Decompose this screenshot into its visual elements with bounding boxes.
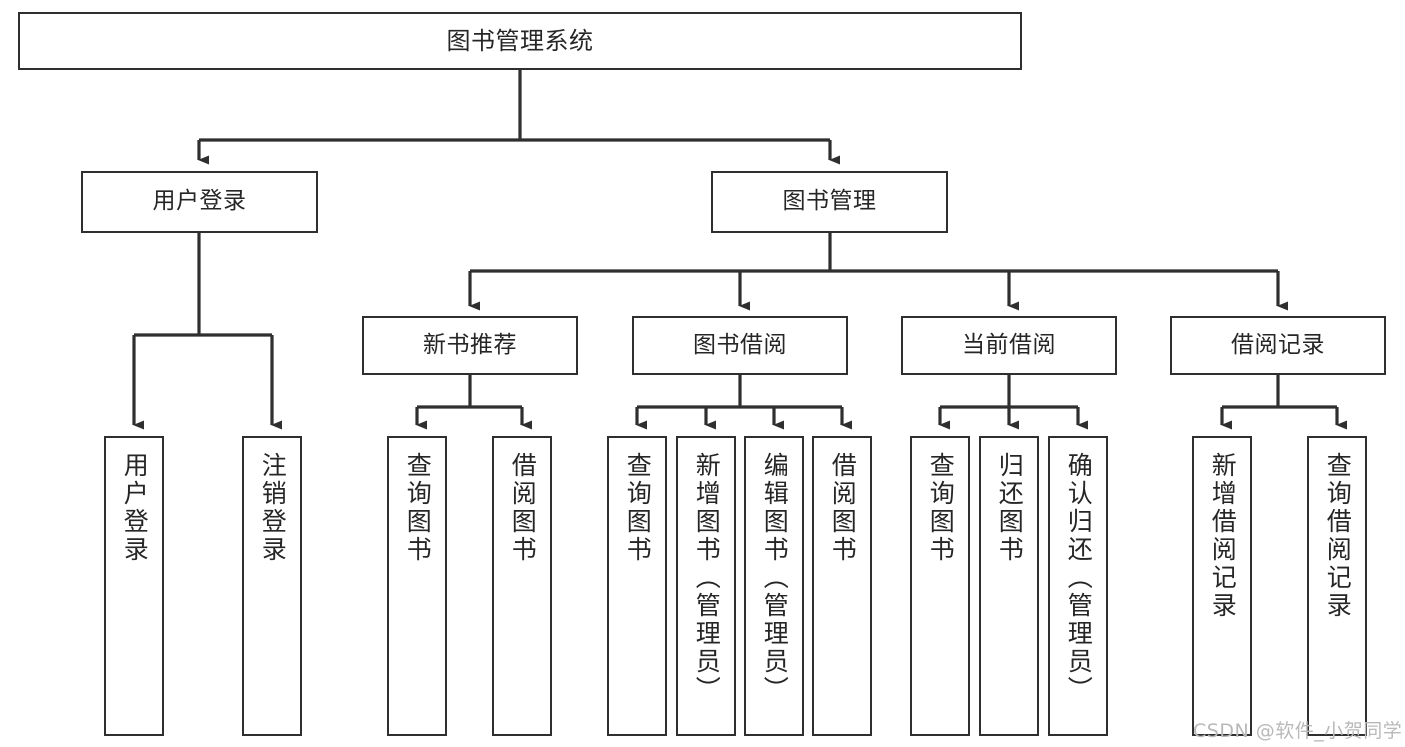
leaf-add-book-admin[interactable]: 新增图书（管理员） bbox=[676, 436, 736, 736]
node-label: 编辑图书（管理员） bbox=[760, 452, 790, 704]
node-new-book-recommend[interactable]: 新书推荐 bbox=[362, 316, 578, 375]
node-label: 查询图书 bbox=[926, 452, 956, 564]
leaf-edit-book-admin[interactable]: 编辑图书（管理员） bbox=[744, 436, 804, 736]
leaf-borrow-book-recommend[interactable]: 借阅图书 bbox=[492, 436, 552, 736]
node-label: 图书管理系统 bbox=[446, 26, 594, 55]
leaf-return-book[interactable]: 归还图书 bbox=[979, 436, 1039, 736]
node-label: 新增图书（管理员） bbox=[692, 452, 722, 704]
node-label: 借阅图书 bbox=[828, 452, 858, 564]
node-label: 注销登录 bbox=[258, 452, 288, 564]
leaf-user-login[interactable]: 用户登录 bbox=[104, 436, 164, 736]
node-book-manage[interactable]: 图书管理 bbox=[711, 171, 948, 233]
leaf-query-book-borrow[interactable]: 查询图书 bbox=[607, 436, 667, 736]
node-current-borrow[interactable]: 当前借阅 bbox=[901, 316, 1117, 375]
node-label: 新书推荐 bbox=[423, 331, 517, 358]
node-label: 新增借阅记录 bbox=[1208, 452, 1238, 620]
leaf-query-book-recommend[interactable]: 查询图书 bbox=[387, 436, 447, 736]
node-label: 图书借阅 bbox=[693, 331, 787, 358]
csdn-watermark: CSDN @软件_小贺同学 bbox=[1193, 720, 1403, 742]
node-borrow-record[interactable]: 借阅记录 bbox=[1170, 316, 1386, 375]
node-root-system[interactable]: 图书管理系统 bbox=[18, 12, 1022, 70]
node-label: 借阅记录 bbox=[1231, 331, 1325, 358]
leaf-add-borrow-record[interactable]: 新增借阅记录 bbox=[1192, 436, 1252, 736]
node-label: 借阅图书 bbox=[508, 452, 538, 564]
leaf-user-logout[interactable]: 注销登录 bbox=[242, 436, 302, 736]
node-label: 用户登录 bbox=[152, 188, 247, 215]
node-label: 查询借阅记录 bbox=[1323, 452, 1353, 620]
node-label: 用户登录 bbox=[120, 452, 150, 564]
node-label: 确认归还（管理员） bbox=[1064, 452, 1094, 704]
leaf-confirm-return-admin[interactable]: 确认归还（管理员） bbox=[1048, 436, 1108, 736]
node-label: 图书管理 bbox=[782, 188, 877, 215]
node-book-borrow[interactable]: 图书借阅 bbox=[632, 316, 848, 375]
leaf-borrow-book[interactable]: 借阅图书 bbox=[812, 436, 872, 736]
node-label: 查询图书 bbox=[403, 452, 433, 564]
leaf-query-borrow-record[interactable]: 查询借阅记录 bbox=[1307, 436, 1367, 736]
node-label: 当前借阅 bbox=[962, 331, 1056, 358]
node-label: 归还图书 bbox=[995, 452, 1025, 564]
node-user-login[interactable]: 用户登录 bbox=[81, 171, 318, 233]
leaf-query-book-current[interactable]: 查询图书 bbox=[910, 436, 970, 736]
node-label: 查询图书 bbox=[623, 452, 653, 564]
